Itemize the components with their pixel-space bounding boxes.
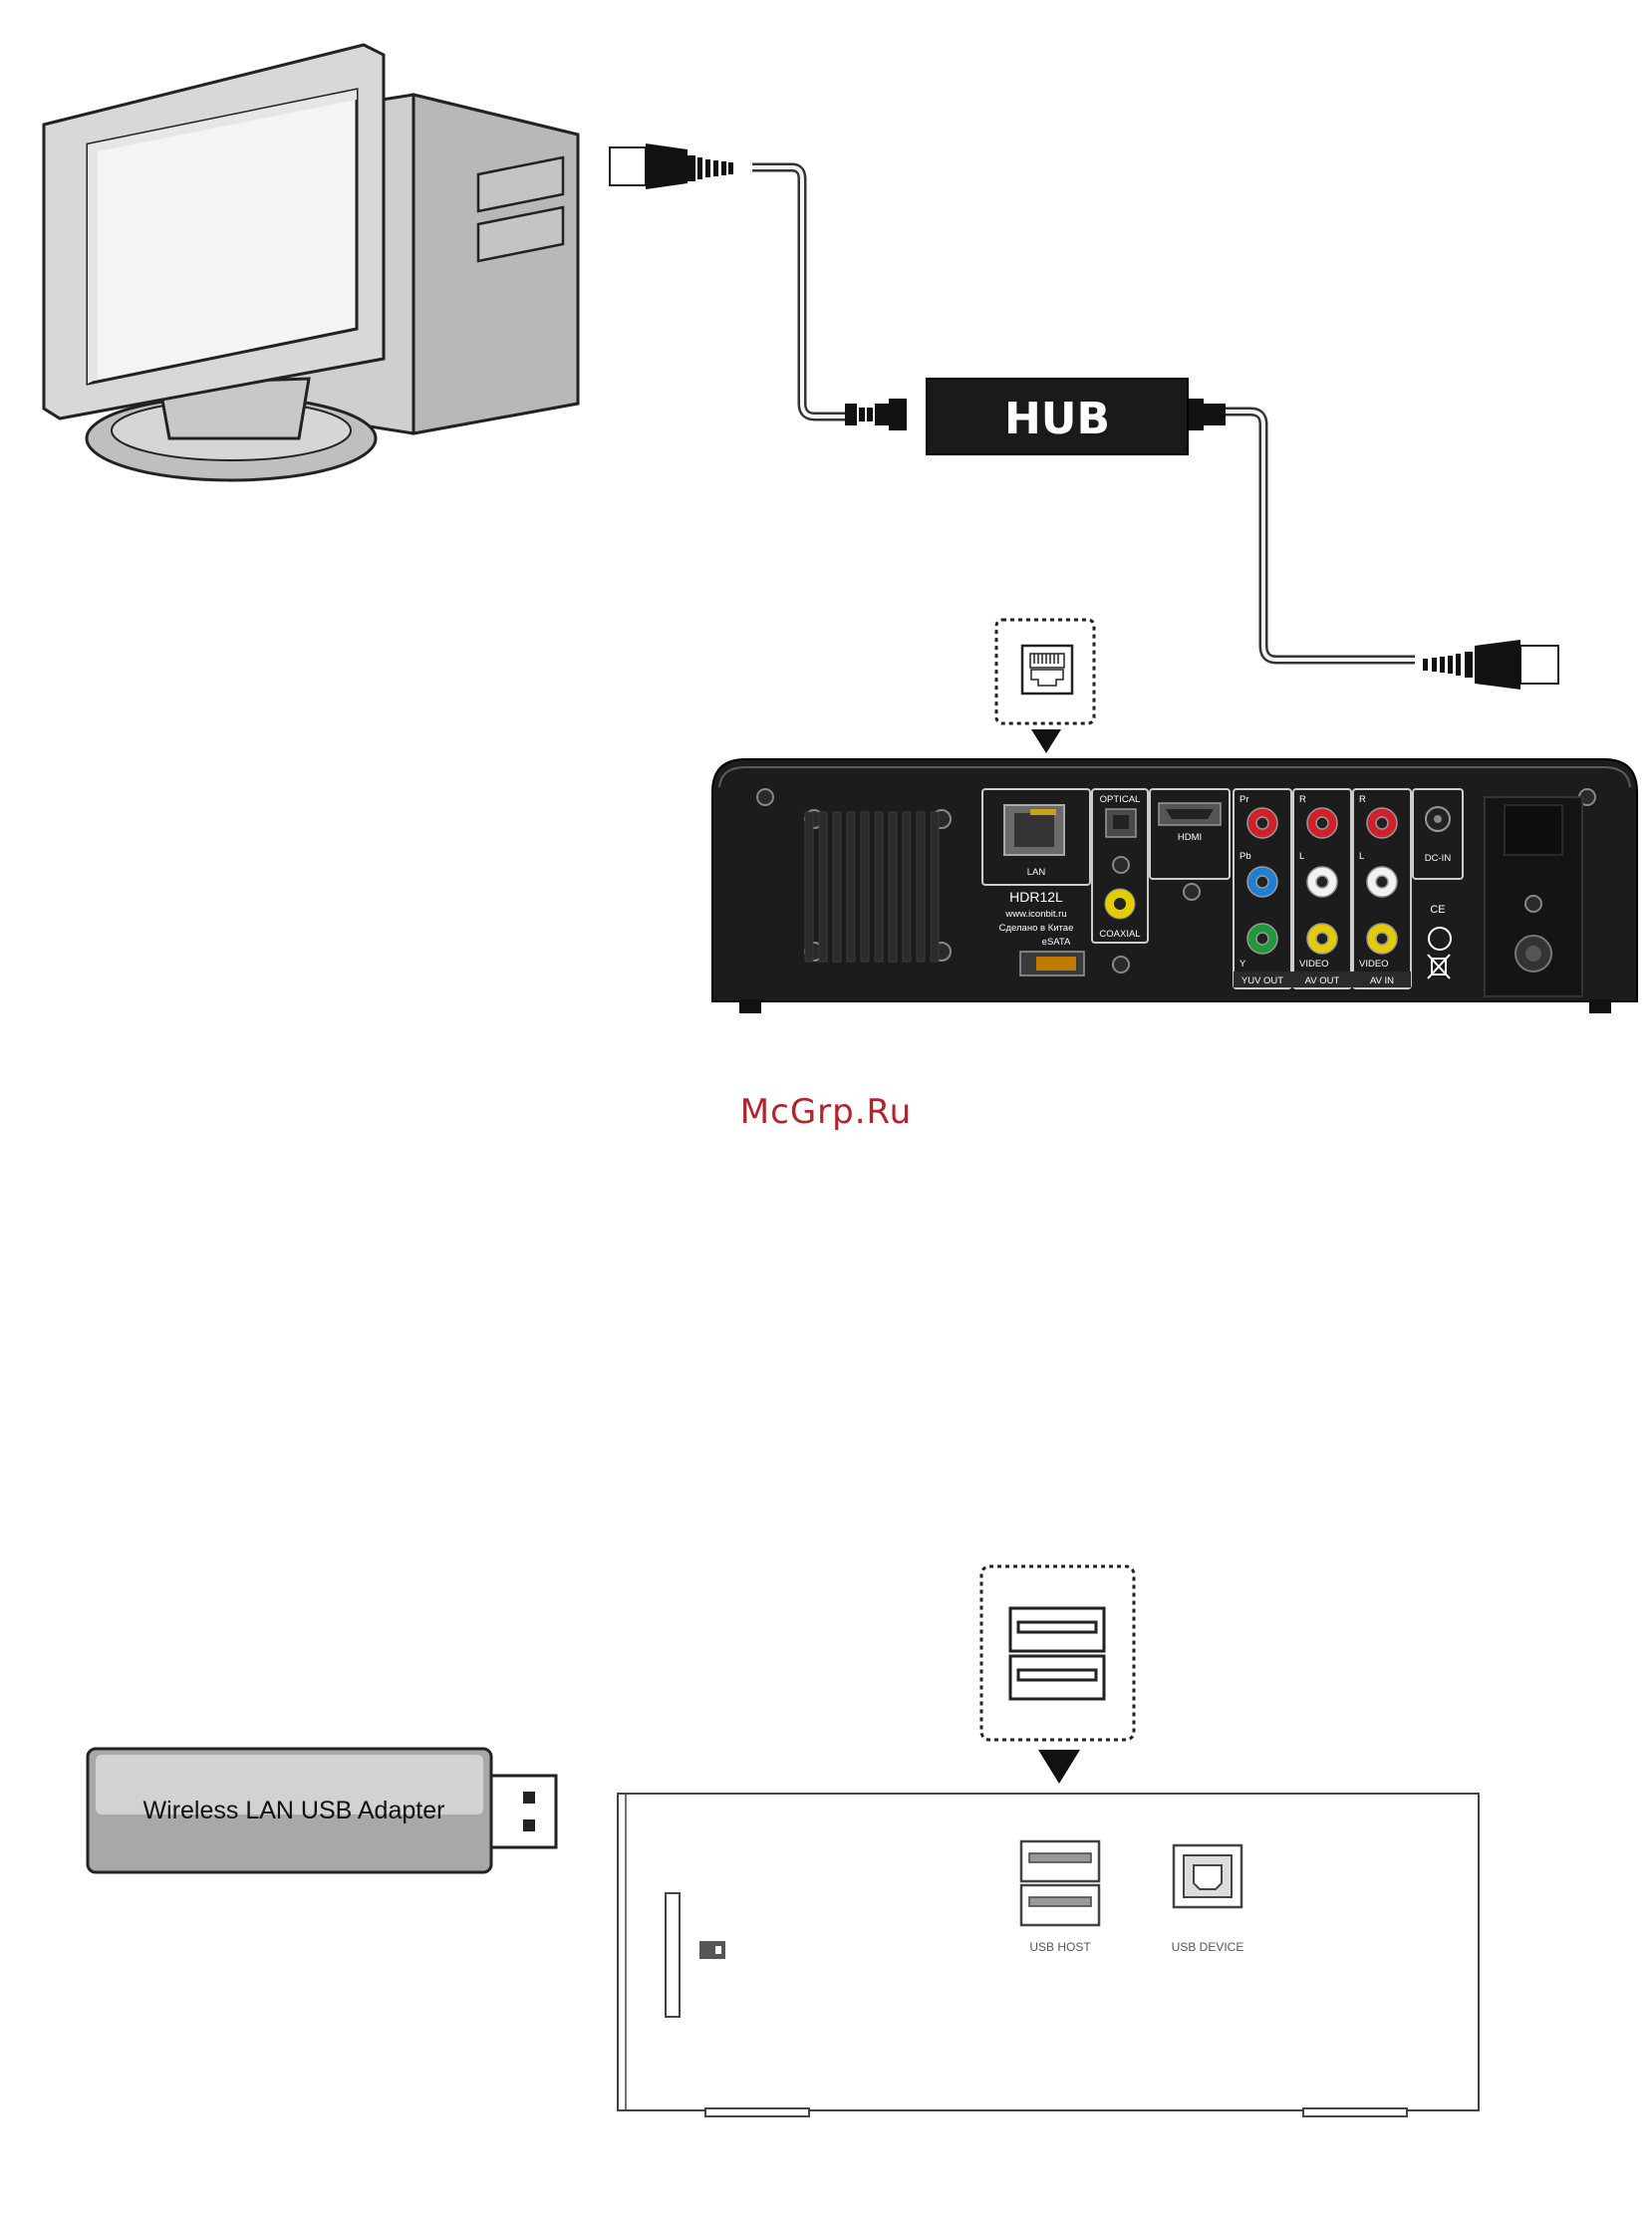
made-in-label: Сделано в Китае bbox=[999, 923, 1074, 934]
av-in-label: AV IN bbox=[1370, 976, 1394, 986]
video-label-out: VIDEO bbox=[1299, 959, 1329, 970]
hdmi-label: HDMI bbox=[1178, 832, 1202, 843]
esata-label: eSATA bbox=[1042, 937, 1071, 948]
lan-port-callout bbox=[996, 620, 1094, 753]
r-label-out: R bbox=[1299, 794, 1306, 805]
r-label-in: R bbox=[1359, 794, 1366, 805]
wireless-usb-adapter: Wireless LAN USB Adapter bbox=[88, 1749, 556, 1872]
card-icon bbox=[699, 1941, 725, 1959]
computer-illustration bbox=[44, 45, 578, 480]
media-player-front: USB HOST USB DEVICE bbox=[618, 1794, 1479, 2116]
usb-hub: HUB bbox=[845, 379, 1226, 454]
optical-label: OPTICAL bbox=[1100, 794, 1141, 805]
video-label-in: VIDEO bbox=[1359, 959, 1389, 970]
usb-port-callout bbox=[981, 1566, 1134, 1784]
usb-device-label: USB DEVICE bbox=[1172, 1940, 1244, 1954]
weee-bin-icon bbox=[1428, 955, 1450, 978]
pb-label: Pb bbox=[1239, 851, 1251, 862]
card-slot bbox=[666, 1893, 680, 2017]
website-label: www.iconbit.ru bbox=[1004, 909, 1066, 920]
dcin-label: DC-IN bbox=[1425, 853, 1452, 864]
av-out-label: AV OUT bbox=[1305, 976, 1340, 986]
arrow-down-icon bbox=[1031, 729, 1061, 753]
ce-mark: CE bbox=[1430, 904, 1445, 916]
media-player-rear: LAN OPTICAL COAXIAL HDMI HDR12L www.icon… bbox=[712, 759, 1637, 1013]
coaxial-label: COAXIAL bbox=[1099, 929, 1140, 940]
y-label: Y bbox=[1239, 959, 1246, 970]
l-label-out: L bbox=[1299, 851, 1304, 862]
model-label: HDR12L bbox=[1009, 889, 1063, 905]
usb-host-label: USB HOST bbox=[1029, 1940, 1091, 1954]
hub-label: HUB bbox=[1004, 394, 1110, 444]
arrow-down-icon-2 bbox=[1038, 1750, 1080, 1784]
lan-label: LAN bbox=[1027, 867, 1046, 878]
usb-plug-computer bbox=[610, 143, 733, 189]
pr-label: Pr bbox=[1239, 794, 1249, 805]
watermark: McGrp.Ru bbox=[740, 1092, 912, 1132]
adapter-label: Wireless LAN USB Adapter bbox=[143, 1797, 445, 1824]
l-label-in: L bbox=[1359, 851, 1364, 862]
yuv-out-label: YUV OUT bbox=[1241, 976, 1283, 986]
usb-plug-player bbox=[1423, 640, 1558, 690]
